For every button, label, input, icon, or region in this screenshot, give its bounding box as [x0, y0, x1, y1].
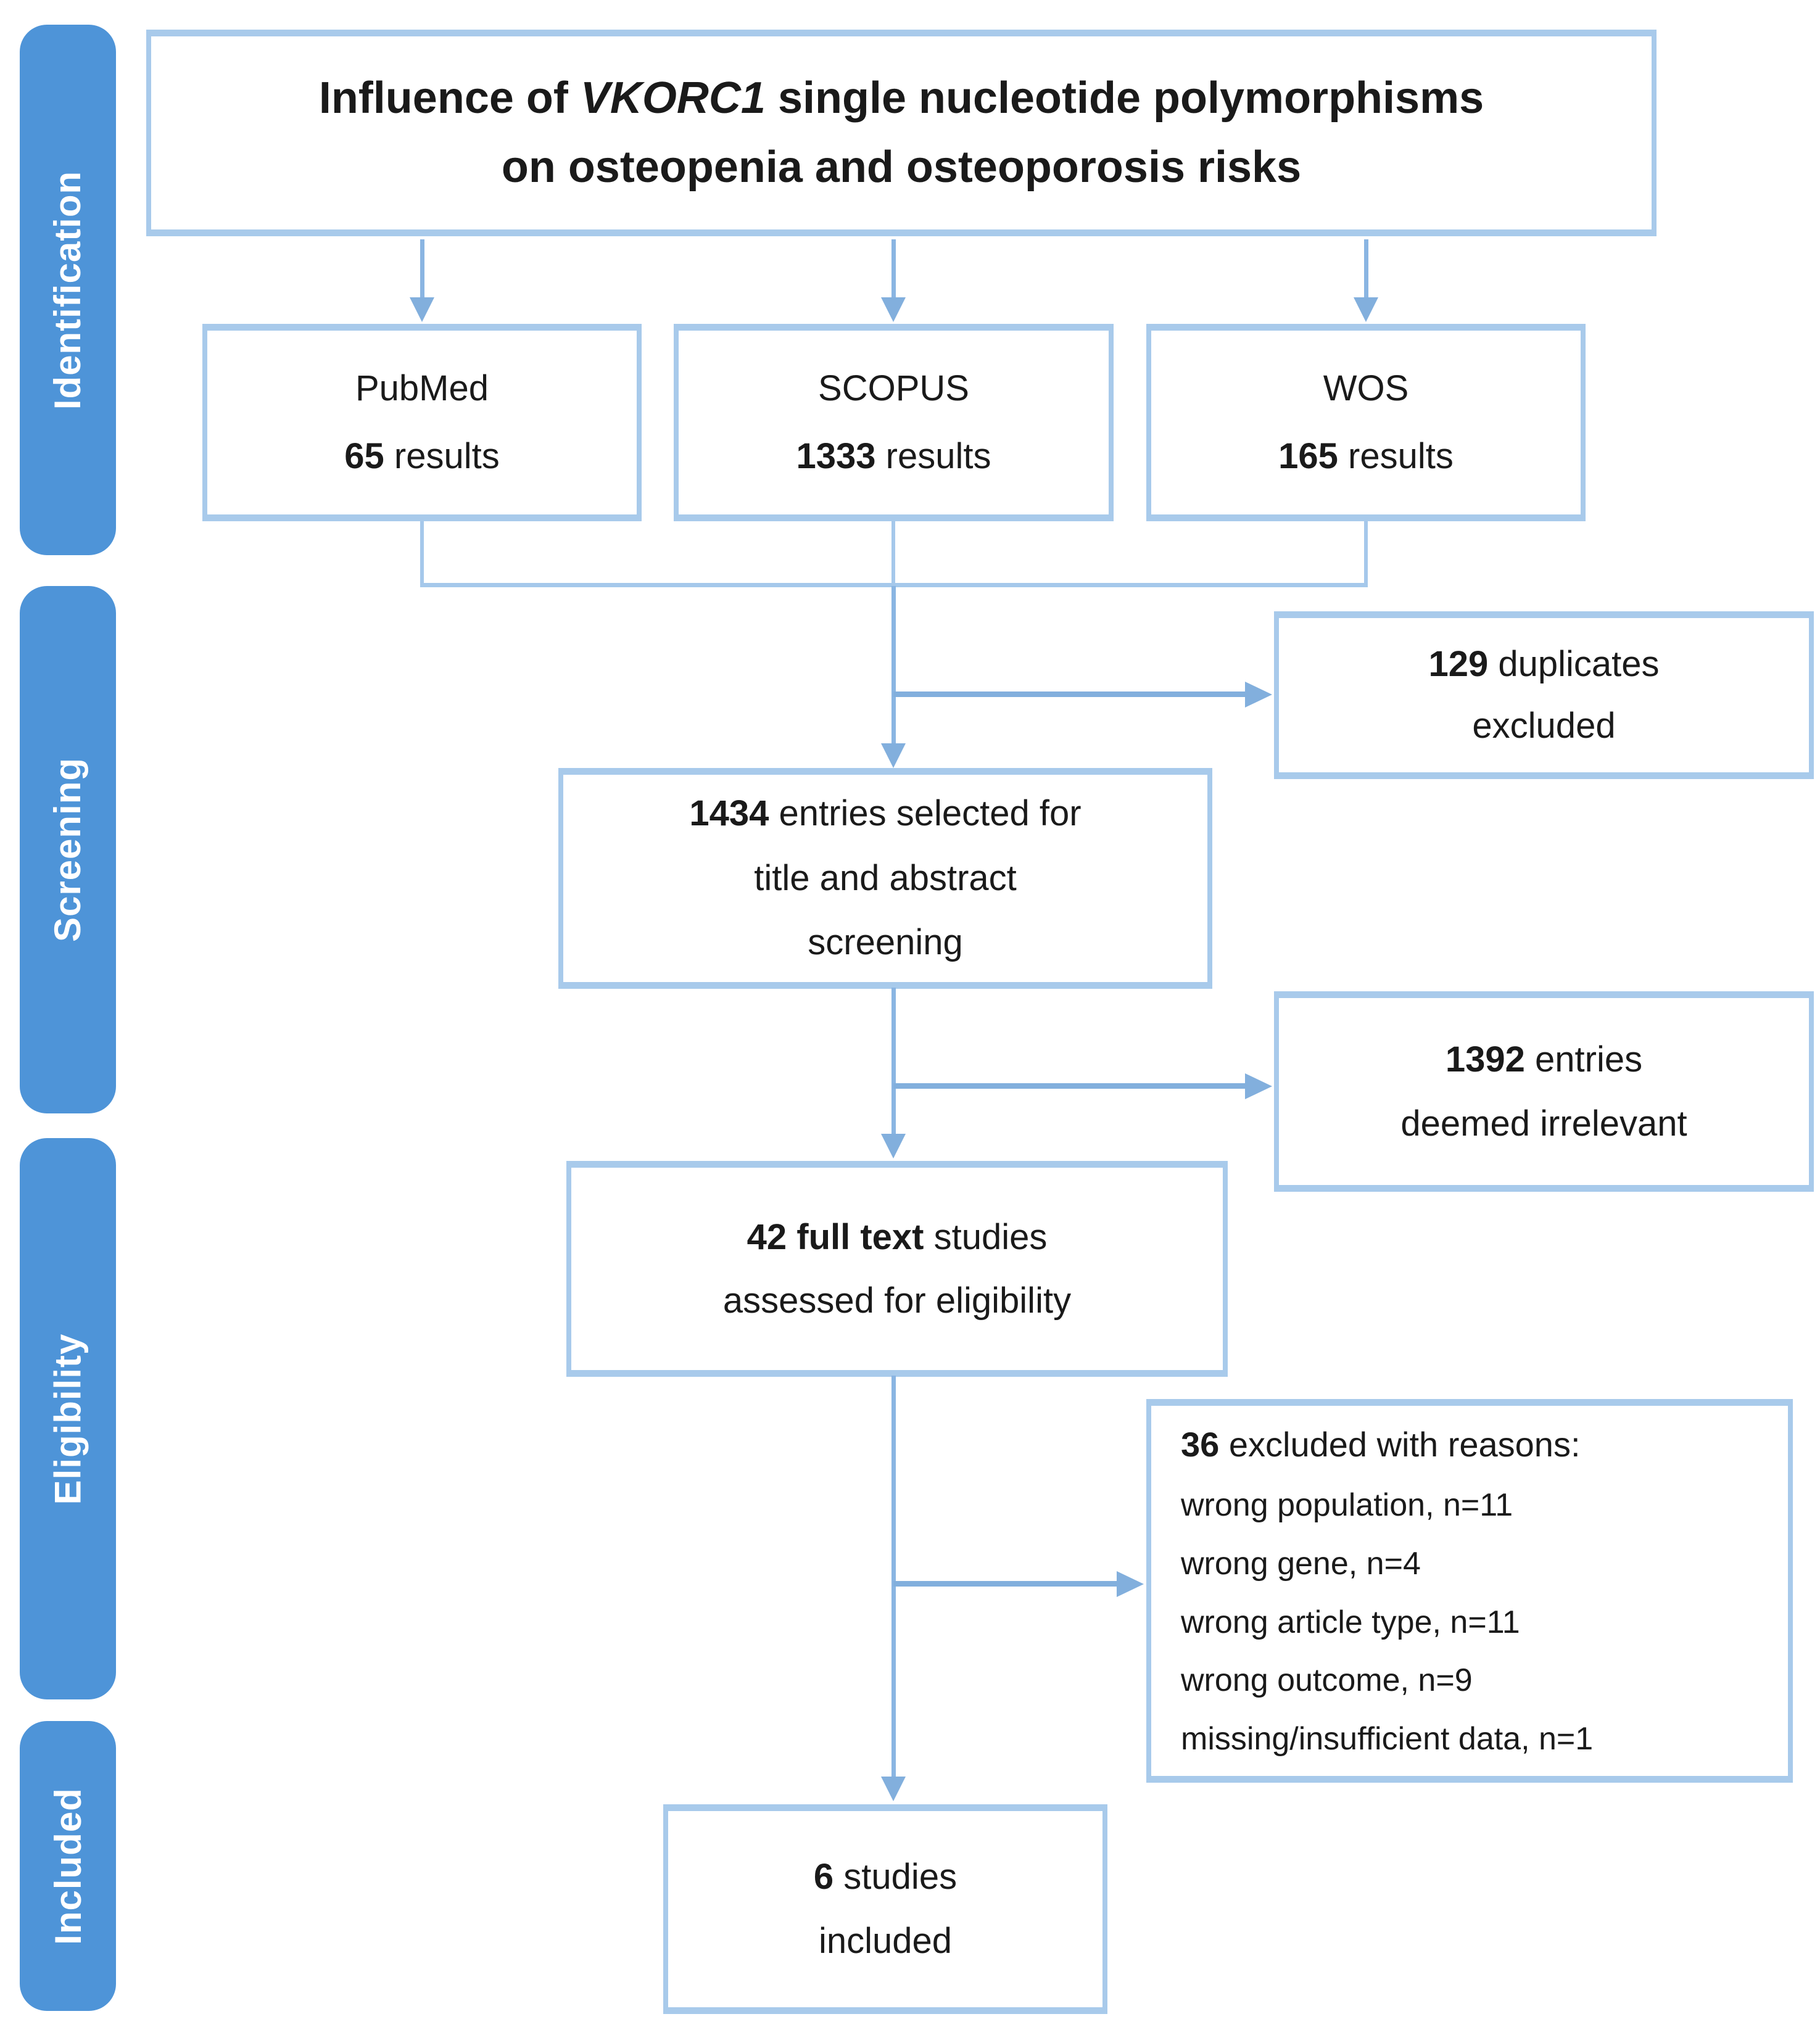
fulltext-line2: assessed for eligibility — [722, 1281, 1072, 1321]
stage-included: Included — [20, 1721, 116, 2011]
arrow-merge-to-selected — [891, 586, 896, 745]
arrowhead-fulltext-to-included — [881, 1777, 906, 1801]
stage-identification-label: Identification — [47, 170, 89, 410]
stage-included-label: Included — [47, 1787, 89, 1945]
excluded-reason: wrong gene, n=4 — [1181, 1546, 1421, 1582]
irrelevant-line2: deemed irrelevant — [1400, 1103, 1687, 1144]
line-pubmed-down — [420, 521, 424, 585]
arrow-to-duplicates — [893, 691, 1247, 697]
scopus-count: 1333 results — [796, 436, 991, 476]
line-wos-down — [1364, 521, 1368, 585]
arrowhead-title-to-pubmed — [410, 297, 434, 322]
line-merge-horizontal — [420, 583, 1368, 587]
wos-name: WOS — [1323, 368, 1409, 408]
scopus-name: SCOPUS — [818, 368, 969, 408]
excluded-reason: wrong article type, n=11 — [1181, 1604, 1520, 1640]
pubmed-name: PubMed — [355, 368, 489, 408]
stage-screening: Screening — [20, 586, 116, 1113]
wos-count: 165 results — [1278, 436, 1454, 476]
entries-selected-box: 1434 entries selected for title and abst… — [558, 768, 1212, 989]
selected-line2: title and abstract — [754, 857, 1017, 898]
excluded-reason: wrong population, n=11 — [1181, 1487, 1513, 1524]
arrowhead-to-duplicates — [1245, 682, 1272, 708]
arrow-title-to-pubmed — [420, 239, 424, 298]
gene-name: VKORC1 — [580, 73, 766, 123]
pubmed-box: PubMed 65 results — [202, 324, 642, 521]
selected-line3: screening — [808, 922, 963, 963]
arrow-to-irrelevant — [893, 1083, 1247, 1089]
stage-eligibility: Eligibility — [20, 1138, 116, 1699]
excluded-reasons-box: 36 excluded with reasons: wrong populati… — [1146, 1399, 1793, 1783]
selected-line1: 1434 entries selected for — [689, 793, 1082, 834]
title-line2: on osteopenia and osteoporosis risks — [501, 142, 1302, 192]
included-line2: included — [818, 1921, 953, 1961]
arrowhead-selected-to-fulltext — [881, 1134, 906, 1158]
excluded-reason: missing/insufficient data, n=1 — [1181, 1720, 1594, 1757]
excluded-heading: 36 excluded with reasons: — [1181, 1425, 1581, 1464]
arrowhead-to-excluded — [1117, 1571, 1144, 1597]
irrelevant-line1: 1392 entries — [1445, 1039, 1643, 1080]
entries-irrelevant-box: 1392 entries deemed irrelevant — [1274, 991, 1814, 1192]
stage-identification: Identification — [20, 25, 116, 555]
stage-screening-label: Screening — [47, 757, 89, 943]
duplicates-line2: excluded — [1472, 706, 1616, 746]
arrow-selected-to-fulltext — [891, 988, 896, 1135]
title-box: Influence of VKORC1 single nucleotide po… — [146, 30, 1657, 236]
pubmed-count: 65 results — [344, 436, 500, 476]
wos-box: WOS 165 results — [1146, 324, 1586, 521]
arrowhead-title-to-wos — [1354, 297, 1378, 322]
arrowhead-title-to-scopus — [881, 297, 906, 322]
arrow-fulltext-to-included — [891, 1376, 896, 1778]
arrow-to-excluded — [893, 1581, 1119, 1587]
fulltext-assessed-box: 42 full text studies assessed for eligib… — [566, 1161, 1228, 1377]
included-line1: 6 studies — [813, 1856, 958, 1897]
line-scopus-down — [891, 521, 895, 585]
arrowhead-to-irrelevant — [1245, 1073, 1272, 1099]
title-line1: Influence of VKORC1 single nucleotide po… — [318, 73, 1484, 123]
scopus-box: SCOPUS 1333 results — [674, 324, 1114, 521]
studies-included-box: 6 studies included — [663, 1804, 1107, 2014]
arrow-title-to-wos — [1364, 239, 1368, 298]
arrow-title-to-scopus — [891, 239, 896, 298]
excluded-reason: wrong outcome, n=9 — [1181, 1662, 1473, 1699]
duplicates-excluded-box: 129 duplicates excluded — [1274, 611, 1814, 779]
stage-eligibility-label: Eligibility — [47, 1333, 89, 1505]
arrowhead-merge-to-selected — [881, 743, 906, 768]
duplicates-line1: 129 duplicates — [1428, 644, 1660, 685]
fulltext-line1: 42 full text studies — [747, 1216, 1048, 1257]
